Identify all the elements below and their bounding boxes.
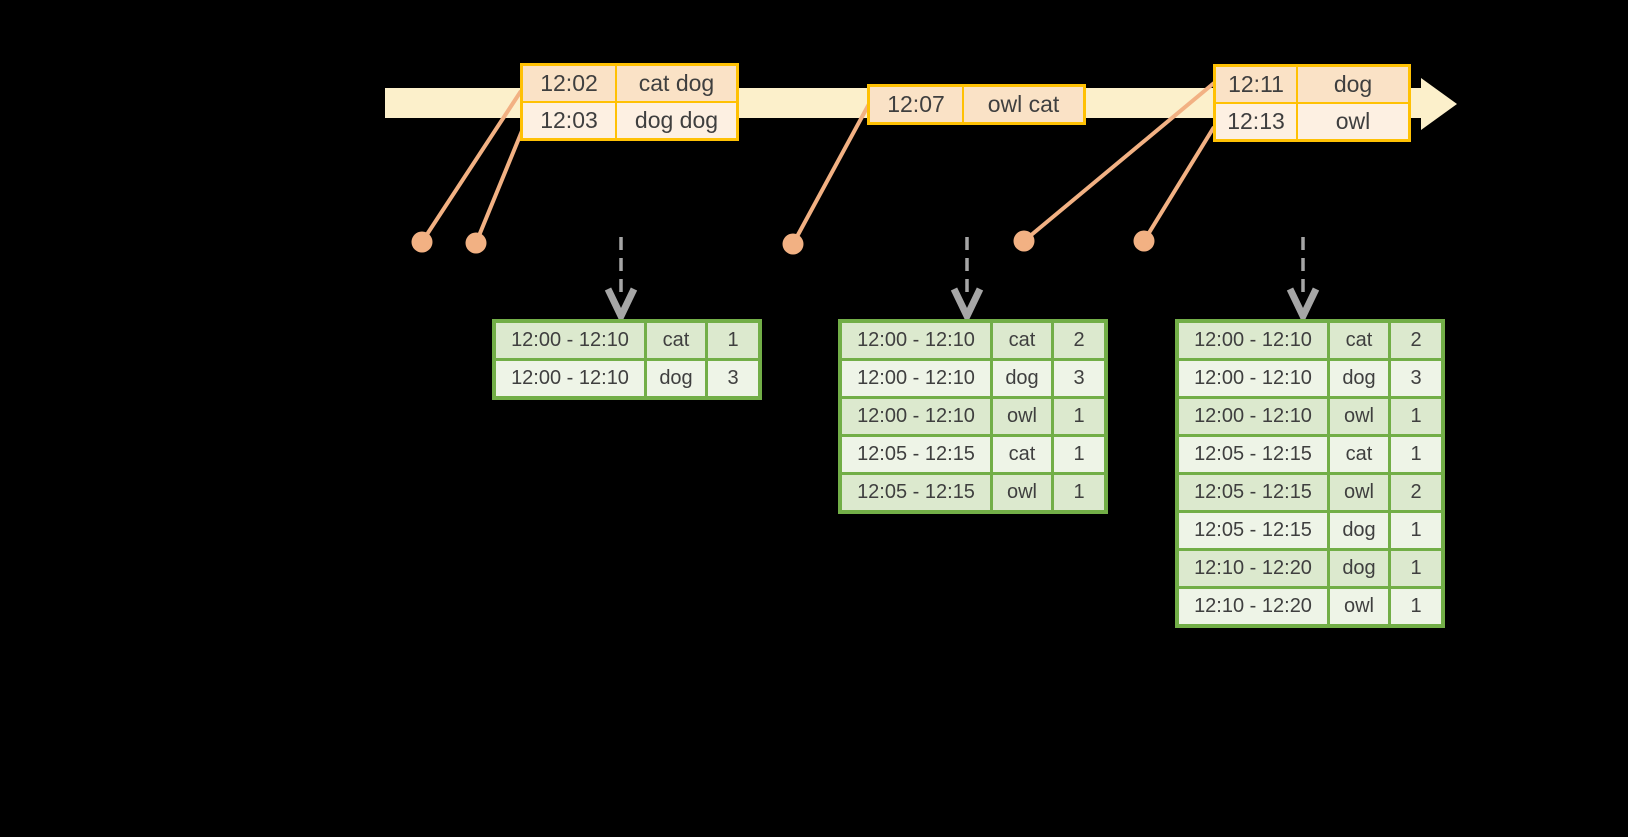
window-cell: 12:05 - 12:15 [1175, 510, 1330, 551]
event-dot-icon [411, 231, 433, 253]
count-cell: 1 [1051, 396, 1108, 437]
input-batch-table-3: 12:11 dog 12:13 owl [1213, 64, 1411, 142]
window-cell: 12:00 - 12:10 [492, 319, 647, 361]
event-dot-icon [465, 232, 487, 254]
event-words-cell: owl cat [962, 84, 1086, 125]
count-cell: 3 [1388, 358, 1445, 399]
word-cell: dog [990, 358, 1054, 399]
result-row: 12:05 - 12:15 cat 1 [838, 434, 1108, 475]
window-cell: 12:00 - 12:10 [1175, 358, 1330, 399]
event-time-cell: 12:02 [520, 63, 617, 103]
trigger-arrowhead-icon [1286, 287, 1320, 325]
event-dot-icon [1013, 230, 1035, 252]
count-cell: 2 [1388, 472, 1445, 513]
result-table-3: 12:00 - 12:10 cat 2 12:00 - 12:10 dog 3 … [1175, 319, 1445, 628]
result-table-1: 12:00 - 12:10 cat 1 12:00 - 12:10 dog 3 [492, 319, 762, 400]
result-row: 12:00 - 12:10 cat 1 [492, 319, 762, 361]
word-cell: cat [644, 319, 708, 361]
event-words-cell: dog dog [615, 101, 739, 141]
word-cell: owl [1327, 396, 1391, 437]
count-cell: 1 [1388, 586, 1445, 628]
connector-line [474, 125, 526, 244]
word-cell: dog [1327, 358, 1391, 399]
trigger-arrowhead-icon [950, 287, 984, 325]
count-cell: 1 [1388, 548, 1445, 589]
result-row: 12:00 - 12:10 dog 3 [492, 358, 762, 400]
word-cell: owl [1327, 586, 1391, 628]
count-cell: 2 [1388, 319, 1445, 361]
word-cell: cat [990, 319, 1054, 361]
input-batch-table-1: 12:02 cat dog 12:03 dog dog [520, 63, 739, 141]
result-row: 12:05 - 12:15 owl 2 [1175, 472, 1445, 513]
connector-line [420, 89, 523, 244]
trigger-arrowhead-icon [604, 287, 638, 325]
count-cell: 1 [1388, 396, 1445, 437]
result-table-2: 12:00 - 12:10 cat 2 12:00 - 12:10 dog 3 … [838, 319, 1108, 514]
count-cell: 3 [705, 358, 762, 400]
count-cell: 1 [1051, 434, 1108, 475]
result-row: 12:00 - 12:10 cat 2 [838, 319, 1108, 361]
count-cell: 1 [705, 319, 762, 361]
result-row: 12:05 - 12:15 owl 1 [838, 472, 1108, 514]
result-row: 12:10 - 12:20 dog 1 [1175, 548, 1445, 589]
window-cell: 12:00 - 12:10 [1175, 396, 1330, 437]
word-cell: cat [1327, 434, 1391, 475]
word-cell: dog [1327, 548, 1391, 589]
result-row: 12:00 - 12:10 dog 3 [838, 358, 1108, 399]
window-cell: 12:05 - 12:15 [1175, 434, 1330, 475]
count-cell: 1 [1051, 472, 1108, 514]
result-row: 12:00 - 12:10 cat 2 [1175, 319, 1445, 361]
event-row: 12:02 cat dog [520, 63, 739, 103]
event-row: 12:03 dog dog [520, 101, 739, 141]
input-batch-table-2: 12:07 owl cat [867, 84, 1086, 125]
word-cell: owl [1327, 472, 1391, 513]
event-time-cell: 12:11 [1213, 64, 1298, 104]
window-cell: 12:00 - 12:10 [838, 358, 993, 399]
count-cell: 3 [1051, 358, 1108, 399]
window-cell: 12:00 - 12:10 [838, 396, 993, 437]
count-cell: 1 [1388, 434, 1445, 475]
event-words-cell: dog [1296, 64, 1411, 104]
event-dot-icon [1133, 230, 1155, 252]
event-row: 12:11 dog [1213, 64, 1411, 104]
window-cell: 12:05 - 12:15 [838, 472, 993, 514]
event-time-cell: 12:13 [1213, 102, 1298, 142]
event-row: 12:07 owl cat [867, 84, 1086, 125]
result-row: 12:05 - 12:15 cat 1 [1175, 434, 1445, 475]
timeline-arrowhead-icon [1421, 78, 1457, 130]
word-cell: dog [1327, 510, 1391, 551]
event-time-cell: 12:07 [867, 84, 964, 125]
connector-line [1022, 81, 1216, 243]
event-words-cell: cat dog [615, 63, 739, 103]
event-row: 12:13 owl [1213, 102, 1411, 142]
word-cell: cat [990, 434, 1054, 475]
event-time-cell: 12:03 [520, 101, 617, 141]
event-dot-icon [782, 233, 804, 255]
count-cell: 1 [1388, 510, 1445, 551]
connector-line [1142, 125, 1216, 243]
result-row: 12:05 - 12:15 dog 1 [1175, 510, 1445, 551]
word-cell: owl [990, 396, 1054, 437]
word-cell: owl [990, 472, 1054, 514]
event-words-cell: owl [1296, 102, 1411, 142]
count-cell: 2 [1051, 319, 1108, 361]
window-cell: 12:00 - 12:10 [1175, 319, 1330, 361]
window-cell: 12:10 - 12:20 [1175, 548, 1330, 589]
result-row: 12:00 - 12:10 dog 3 [1175, 358, 1445, 399]
connector-line [791, 103, 871, 245]
result-row: 12:00 - 12:10 owl 1 [838, 396, 1108, 437]
word-cell: dog [644, 358, 708, 400]
window-cell: 12:05 - 12:15 [1175, 472, 1330, 513]
window-cell: 12:00 - 12:10 [492, 358, 647, 400]
window-cell: 12:05 - 12:15 [838, 434, 993, 475]
result-row: 12:10 - 12:20 owl 1 [1175, 586, 1445, 628]
result-row: 12:00 - 12:10 owl 1 [1175, 396, 1445, 437]
word-cell: cat [1327, 319, 1391, 361]
window-cell: 12:10 - 12:20 [1175, 586, 1330, 628]
window-cell: 12:00 - 12:10 [838, 319, 993, 361]
